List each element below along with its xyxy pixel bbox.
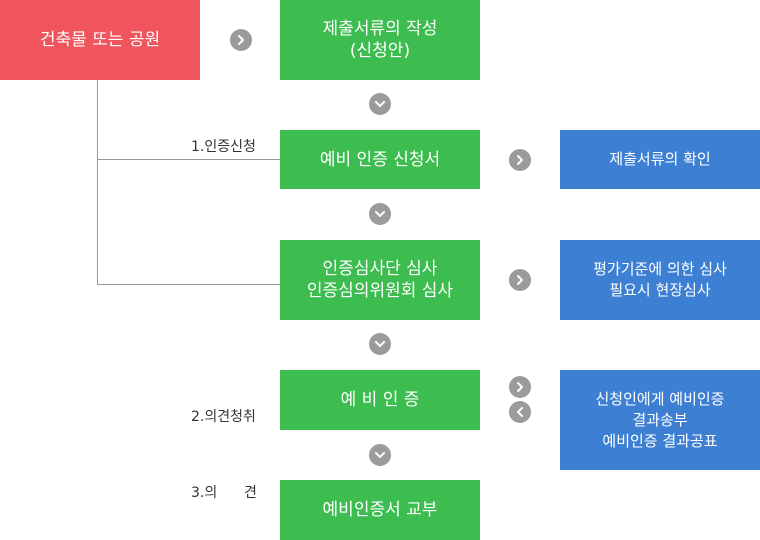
chevron-down-icon	[369, 444, 391, 466]
chevron-down-icon	[369, 333, 391, 355]
chevron-down-icon	[369, 93, 391, 115]
chevron-right-icon	[509, 376, 531, 398]
chevron-right-icon	[509, 149, 531, 171]
step-2-box: 예비 인증 신청서	[280, 130, 480, 189]
step-4-box: 예 비 인 증	[280, 370, 480, 430]
phase-label-1: 1.인증신청	[191, 139, 256, 155]
phase-label-2: 2.의견청취	[191, 409, 256, 425]
side-note-1: 제출서류의 확인	[560, 130, 760, 189]
step-3-box: 인증심사단 심사 인증심의위원회 심사	[280, 240, 480, 320]
connector-to-step-2	[97, 159, 280, 160]
connector-vertical	[97, 80, 98, 285]
phase-label-3: 3.의 견	[191, 485, 257, 501]
chevron-right-icon	[230, 29, 252, 51]
chevron-down-icon	[369, 203, 391, 225]
connector-to-step-3	[97, 284, 280, 285]
step-5-box: 예비인증서 교부	[280, 480, 480, 540]
chevron-right-icon	[509, 269, 531, 291]
chevron-left-icon	[509, 401, 531, 423]
step-1-box: 제출서류의 작성 (신청안)	[280, 0, 480, 80]
side-note-2: 평가기준에 의한 심사 필요시 현장심사	[560, 240, 760, 320]
side-note-3: 신청인에게 예비인증 결과송부 예비인증 결과공표	[560, 370, 760, 470]
start-box: 건축물 또는 공원	[0, 0, 200, 80]
